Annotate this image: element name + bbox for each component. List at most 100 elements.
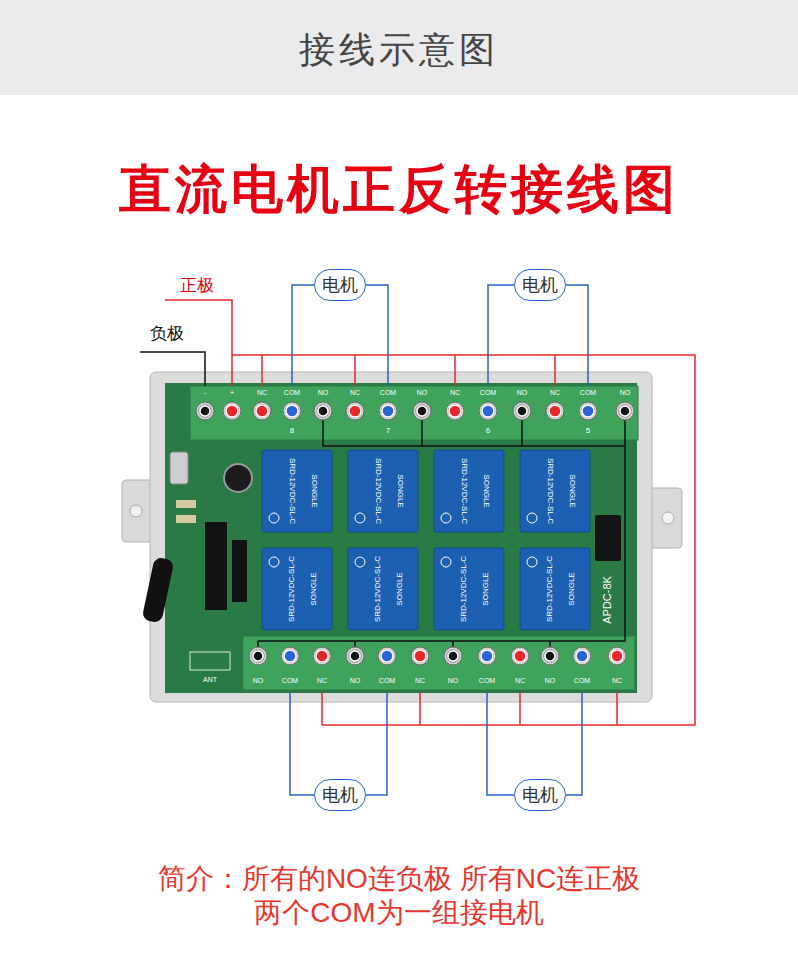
terminal-label: NC — [612, 677, 622, 685]
antenna — [142, 557, 175, 624]
screw-terminal — [546, 402, 564, 420]
wire-label: 负极 — [150, 325, 184, 344]
positive-wire — [554, 355, 556, 386]
motor-wire — [366, 692, 387, 795]
case — [150, 372, 652, 702]
positive-dot — [256, 405, 268, 417]
screw-terminal — [313, 647, 331, 665]
motor-wire — [487, 692, 514, 795]
positive-wire — [232, 355, 695, 725]
relay — [434, 548, 504, 630]
screw-terminal — [411, 647, 429, 665]
screw-terminal — [579, 402, 597, 420]
relay-logo — [527, 513, 537, 523]
positive-wire — [419, 692, 421, 725]
crystal — [170, 452, 188, 484]
channel-number: 6 — [486, 427, 490, 436]
relay-brand: SONGLE — [396, 474, 405, 507]
terminal-label: COM — [284, 389, 300, 397]
motor-box: 电机 — [314, 779, 366, 811]
relay-model: SRD-12VDC-SL-C — [460, 556, 469, 622]
relay-logo — [441, 557, 451, 567]
terminal-label: NO — [253, 677, 264, 685]
negative-dot — [200, 406, 210, 416]
motor-dot — [481, 650, 493, 662]
relay-logo — [269, 513, 279, 523]
negative-dot — [620, 406, 630, 416]
relay — [520, 548, 590, 630]
screw-terminal — [608, 647, 626, 665]
positive-wire — [165, 300, 695, 725]
terminal-label: NC — [450, 389, 460, 397]
relay-model: SRD-12VDC-SL-C — [288, 556, 297, 622]
motor-wire — [366, 285, 388, 386]
screw-terminal — [283, 402, 301, 420]
screw-terminal — [379, 402, 397, 420]
relay — [520, 450, 590, 532]
terminal-label: COM — [580, 389, 596, 397]
positive-wire — [165, 300, 232, 386]
relay-logo — [269, 557, 279, 567]
terminal-label: NO — [318, 389, 329, 397]
terminal-label: NO — [545, 677, 556, 685]
relay-logo — [269, 513, 537, 567]
channel-number: 7 — [386, 427, 390, 436]
motor-box: 电机 — [314, 269, 366, 301]
screw-terminal — [223, 402, 241, 420]
motor-wire — [290, 692, 314, 795]
terminal-label: NC — [415, 677, 425, 685]
relay-model: SRD-12VDC-SL-C — [374, 458, 383, 524]
motor-wire — [488, 285, 514, 386]
relay-logo — [527, 557, 537, 567]
positive-wire — [616, 692, 618, 725]
relay-model: SRD-12VDC-SL-C — [374, 556, 383, 622]
antenna-pad — [190, 652, 230, 670]
mount-hole — [662, 512, 674, 524]
relay-brand: SONGLE — [310, 474, 319, 507]
relay-model: SRD-12VDC-SL-C — [288, 458, 297, 524]
negative-dot — [350, 651, 360, 661]
terminal-label: NO — [517, 389, 528, 397]
relay-model: SRD-12VDC-SL-C — [546, 556, 555, 622]
motor-wire — [566, 285, 588, 386]
relay-brand: SONGLE — [396, 572, 405, 605]
screw-terminal — [513, 402, 531, 420]
terminal-label: - — [204, 389, 206, 397]
negative-wire — [323, 420, 625, 446]
screw-terminal — [281, 647, 299, 665]
antenna-label: ANT — [203, 676, 217, 684]
terminal-label: NC — [257, 389, 267, 397]
terminal-label: COM — [282, 677, 298, 685]
screw-row — [249, 647, 626, 665]
negative-wire — [140, 352, 205, 386]
terminal-label: NC — [350, 389, 360, 397]
terminal-label: + — [230, 389, 234, 397]
motor-label: 电机 — [322, 786, 358, 804]
motor-dot — [381, 650, 393, 662]
channel-number: 8 — [290, 427, 294, 436]
screw-terminal — [346, 647, 364, 665]
positive-wire — [261, 355, 263, 386]
relay — [348, 450, 418, 532]
terminal-label: COM — [480, 389, 496, 397]
pcb — [165, 383, 637, 693]
relay — [262, 450, 332, 532]
positive-dot — [349, 405, 361, 417]
diagram-heading: 直流电机正反转接线图 — [119, 161, 679, 218]
screw-terminal — [616, 402, 634, 420]
relay — [348, 548, 418, 630]
motor-dot — [482, 405, 494, 417]
screw-row — [196, 402, 634, 420]
terminal-label: NO — [350, 677, 361, 685]
terminal-label: NO — [417, 389, 428, 397]
caption: 简介：所有的NO连负极 所有NC连正极 两个COM为一组接电机 — [149, 862, 649, 930]
screw-terminal — [573, 647, 591, 665]
relay-brand: SONGLE — [568, 572, 577, 605]
positive-dot — [449, 405, 461, 417]
screw-terminal — [196, 402, 214, 420]
terminal-block — [190, 386, 638, 440]
positive-dot — [226, 405, 238, 417]
terminal-block — [243, 636, 635, 690]
chip — [232, 540, 247, 602]
